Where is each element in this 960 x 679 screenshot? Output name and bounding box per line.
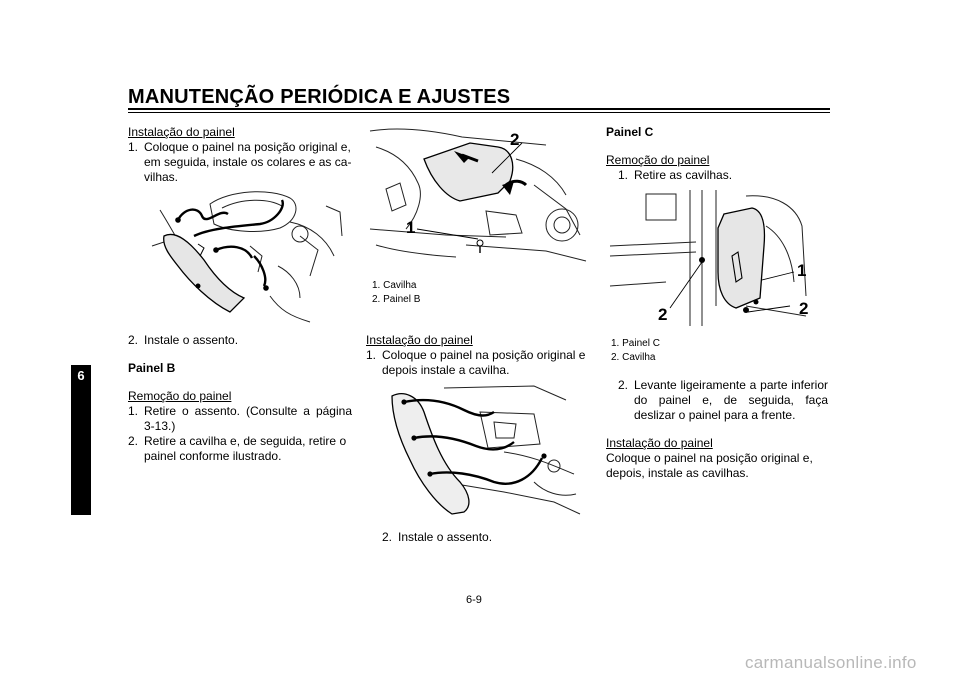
step-number: 2.: [128, 333, 139, 347]
column-left: Instalação do painel 1. Coloque o painel…: [128, 125, 352, 185]
step-text: Retire a cavilha e, de seguida, retire o…: [144, 434, 347, 463]
removal-heading: Remoção do painel: [606, 153, 710, 167]
figure-callout-2: 2: [799, 299, 808, 318]
step-number: 1.: [128, 140, 139, 154]
caption-item: 1. Painel C: [611, 338, 660, 349]
step-text: Retire as cavilhas.: [634, 168, 733, 182]
step-text: Instale o assento.: [144, 333, 239, 347]
step-number: 2.: [618, 378, 629, 392]
motorcycle-panel-illustration: [151, 191, 343, 323]
panel-c-illustration: 1 2 2: [609, 190, 808, 326]
removal-heading: Remoção do painel: [128, 389, 232, 403]
install-step-2: 2. Instale o assento.: [128, 333, 352, 348]
header-rule-thin: [128, 112, 830, 113]
step-number: 2.: [128, 434, 139, 448]
step-number: 1.: [128, 404, 139, 418]
page-number: 6-9: [466, 594, 482, 606]
column-right: Painel C Remoção do painel 1. Retire as …: [606, 125, 828, 183]
panel-b-illustration: 1 2: [369, 128, 587, 262]
figure-caption: 1. Cavilha 2. Painel B: [372, 279, 572, 307]
column-left-lower: 2. Instale o assento. Painel B Remoção d…: [128, 333, 352, 464]
figure-callout-2: 2: [510, 130, 519, 149]
step-text: Retire o assento. (Consulte a página 3-1…: [144, 404, 352, 433]
step-text: Levante ligeiramente a parte inferior do…: [634, 378, 828, 422]
chapter-number: 6: [77, 368, 85, 383]
figure-panel-a-install: [150, 186, 348, 326]
removal-step-2: 2. Levante ligeiramente a parte inferior…: [606, 378, 828, 423]
step-number: 1.: [618, 168, 629, 182]
panel-b-install-illustration: [391, 385, 581, 515]
header-rule: [128, 108, 830, 110]
step-text: Instale o assento.: [398, 530, 493, 544]
watermark: carmanualsonline.info: [745, 653, 917, 672]
install-heading: Instalação do painel: [606, 436, 713, 450]
figure-callout-1: 1: [797, 261, 806, 280]
panel-b-heading: Painel B: [128, 361, 176, 375]
install-step-2: 2. Instale o assento.: [366, 530, 590, 545]
chapter-tab: [71, 365, 91, 515]
removal-step-2: 2. Retire a cavilha e, de seguida, retir…: [128, 434, 352, 464]
column-middle: Instalação do painel 1. Coloque o painel…: [366, 333, 590, 378]
step-text: Coloque o painel na posição original e, …: [144, 140, 352, 184]
install-heading: Instalação do painel: [366, 333, 473, 347]
install-text: Coloque o painel na posição original e, …: [606, 451, 813, 480]
step-text: Coloque o painel na posição original e d…: [382, 348, 586, 377]
figure-callout-1: 1: [406, 218, 415, 237]
caption-item: 1. Cavilha: [372, 280, 417, 291]
caption-item: 2. Cavilha: [611, 352, 656, 363]
figure-callout-2: 2: [658, 305, 667, 324]
figure-panel-c-removal: 1 2 2: [606, 186, 820, 328]
removal-step-1: 1. Retire as cavilhas.: [606, 168, 828, 183]
install-step-1: 1. Coloque o painel na posição original …: [128, 140, 352, 185]
figure-panel-b-install: [384, 382, 584, 520]
caption-item: 2. Painel B: [372, 294, 421, 305]
column-middle-lower: 2. Instale o assento.: [366, 530, 590, 545]
page-title: MANUTENÇÃO PERIÓDICA E AJUSTES: [128, 86, 511, 108]
removal-step-1: 1. Retire o assento. (Consulte a página …: [128, 404, 352, 434]
figure-caption: 1. Painel C 2. Cavilha: [611, 337, 811, 365]
install-step-1: 1. Coloque o painel na posição original …: [366, 348, 590, 378]
step-number: 2.: [382, 530, 393, 544]
install-heading: Instalação do painel: [128, 125, 235, 139]
step-number: 1.: [366, 348, 377, 362]
column-right-lower: 2. Levante ligeiramente a parte inferior…: [606, 378, 828, 481]
figure-panel-b-removal: 1 2: [366, 125, 590, 270]
panel-c-heading: Painel C: [606, 125, 654, 139]
